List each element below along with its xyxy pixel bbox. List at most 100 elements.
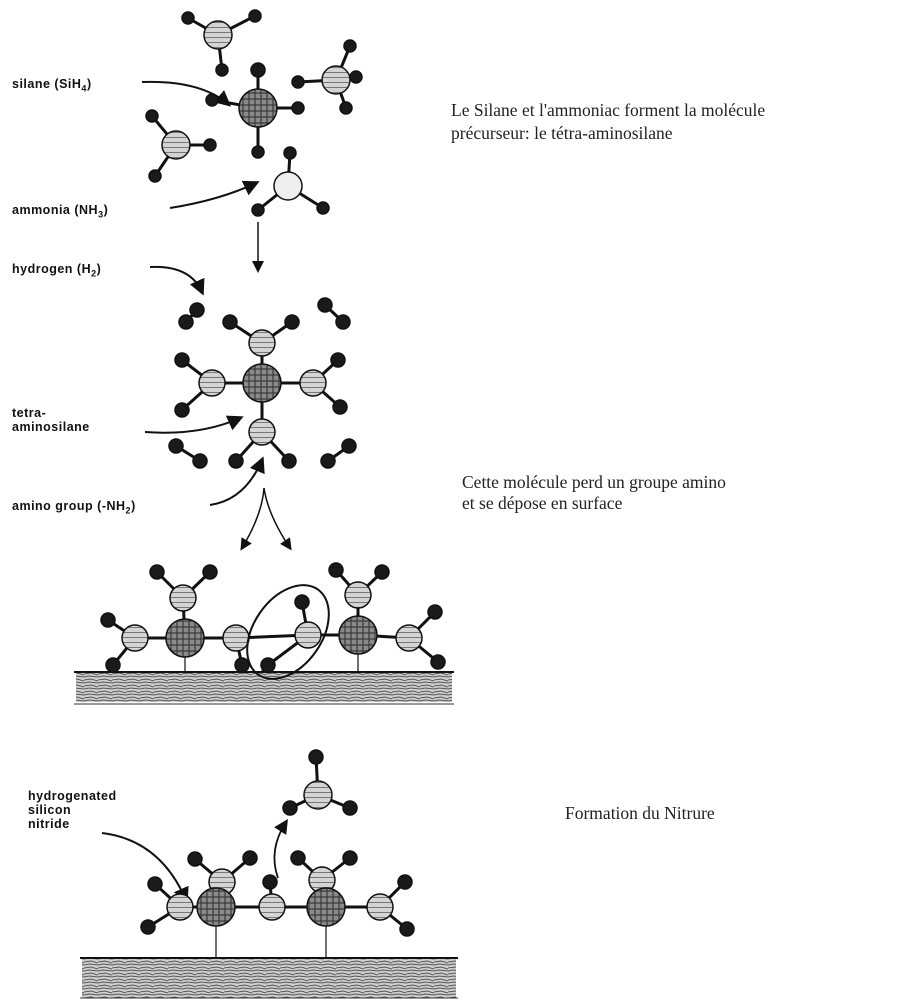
step1-note-line1: Le Silane et l'ammoniac forment la moléc… <box>451 100 766 120</box>
nitrogen-atom <box>222 624 250 652</box>
hydrogen-atom <box>330 352 346 368</box>
split-arrow-left <box>240 487 265 551</box>
nitrogen-atom <box>248 329 276 357</box>
ammonia-arrow <box>169 180 260 209</box>
hydrogen-atom <box>332 399 348 415</box>
hydrogen-atom <box>251 145 265 159</box>
hydrogen-atom <box>187 851 203 867</box>
hydrogen-atom <box>399 921 415 937</box>
silicon-atom <box>306 887 346 927</box>
substrate-stage4 <box>80 957 458 999</box>
nitrogen-atom <box>395 624 423 652</box>
amino-label-close: ) <box>131 499 136 513</box>
release-arrow <box>273 818 288 879</box>
hydrogen-atom <box>290 850 306 866</box>
hsn-label-line1: hydrogenated <box>28 789 117 803</box>
hydrogen-atom <box>222 314 238 330</box>
nitrogen-atom <box>258 893 286 921</box>
hydrogen-atom <box>181 11 195 25</box>
nitrogen-atom <box>169 584 197 612</box>
hydrogen-atom <box>174 352 190 368</box>
hsn-arrow <box>101 832 189 904</box>
hydrogen-atom <box>283 146 297 160</box>
silane-label-text: silane (SiH <box>12 77 82 91</box>
hydrogen-atom <box>427 604 443 620</box>
hsn-label-line3: nitride <box>28 817 70 831</box>
tetra-label-line1: tetra- <box>12 406 47 420</box>
hydrogen-atom <box>147 876 163 892</box>
stage3-bonds <box>107 569 439 667</box>
nitrogen-atom <box>161 130 191 160</box>
step2-note-line1: Cette molécule perd un groupe amino <box>462 472 726 492</box>
hydrogen-atom <box>148 169 162 183</box>
nitrogen-atom <box>248 418 276 446</box>
hsn-label-line2: silicon <box>28 803 72 817</box>
hydrogen-atom <box>374 564 390 580</box>
hydrogen-atom <box>234 657 250 673</box>
hydrogen-atom <box>342 800 358 816</box>
hydrogen-label: hydrogen (H2) <box>12 262 101 281</box>
hydrogen-atom <box>248 9 262 23</box>
hydrogen-atom <box>203 138 217 152</box>
silicon-atom <box>238 88 278 128</box>
leaving-amino-highlight <box>246 584 330 680</box>
hydrogen-atom <box>342 850 358 866</box>
amino-label-sub: 2 <box>125 505 132 516</box>
hydrogen-atom <box>202 564 218 580</box>
hydrogen-atom <box>140 919 156 935</box>
nitrogen-atom <box>294 621 322 649</box>
amino-label-text: amino group (-NH <box>12 499 126 513</box>
ammonia-label-sub: 3 <box>98 209 104 220</box>
silicon-atom <box>196 887 236 927</box>
tetra-arrow <box>144 415 244 434</box>
hydrogen-atom <box>284 314 300 330</box>
silicon-atom <box>338 615 378 655</box>
hydrogen-atom <box>174 402 190 418</box>
silicon-atom <box>165 618 205 658</box>
nitrogen-atom <box>303 780 333 810</box>
hydrogen-atom <box>149 564 165 580</box>
stage2-atoms <box>168 297 357 469</box>
hydrogen-atom <box>291 101 305 115</box>
ammonia-label-text: ammonia (NH <box>12 203 99 217</box>
hydrogen-atom <box>343 39 357 53</box>
hydrogen-arrow <box>149 265 205 296</box>
hydrogen-atom <box>192 453 208 469</box>
nitrogen-atom <box>198 369 226 397</box>
silane-arrow <box>141 80 232 107</box>
hydrogen-atom <box>168 438 184 454</box>
amino-label: amino group (-NH2) <box>12 499 136 518</box>
hydrogen-atom <box>100 612 116 628</box>
silane-label-sub: 4 <box>81 83 87 94</box>
nitrogen-atom <box>121 624 149 652</box>
stage3-atoms <box>100 562 446 673</box>
silicon-atom <box>242 363 282 403</box>
hydrogen-atom <box>349 70 363 84</box>
hydrogen-atom <box>335 314 351 330</box>
nitrogen-atom <box>344 581 372 609</box>
nitrogen-atom <box>203 20 233 50</box>
hydrogen-atom <box>320 453 336 469</box>
step2-note-line2: et se dépose en surface <box>462 493 623 513</box>
hydrogen-atom <box>282 800 298 816</box>
hydrogen-label-text: hydrogen (H <box>12 262 92 276</box>
hydrogen-atom <box>291 75 305 89</box>
hydrogen-atom <box>228 453 244 469</box>
hydrogen-label-close: ) <box>96 262 102 276</box>
hydrogen-label-sub: 2 <box>91 268 97 279</box>
stage4-anchor-lines <box>215 926 327 958</box>
ammonia-label: ammonia (NH3) <box>12 203 108 222</box>
hydrogen-atom <box>251 203 265 217</box>
hydrogen-atom <box>317 297 333 313</box>
hydrogen-atom <box>260 657 276 673</box>
amino-arrow <box>209 456 265 506</box>
nitrogen-atom <box>366 893 394 921</box>
silane-label: silane (SiH4) <box>12 77 92 96</box>
hydrogen-atom <box>397 874 413 890</box>
nitrogen-atom <box>166 893 194 921</box>
hydrogen-atom <box>215 63 229 77</box>
hydrogen-atom <box>105 657 121 673</box>
hydrogen-atom <box>242 850 258 866</box>
hydrogen-atom <box>339 101 353 115</box>
